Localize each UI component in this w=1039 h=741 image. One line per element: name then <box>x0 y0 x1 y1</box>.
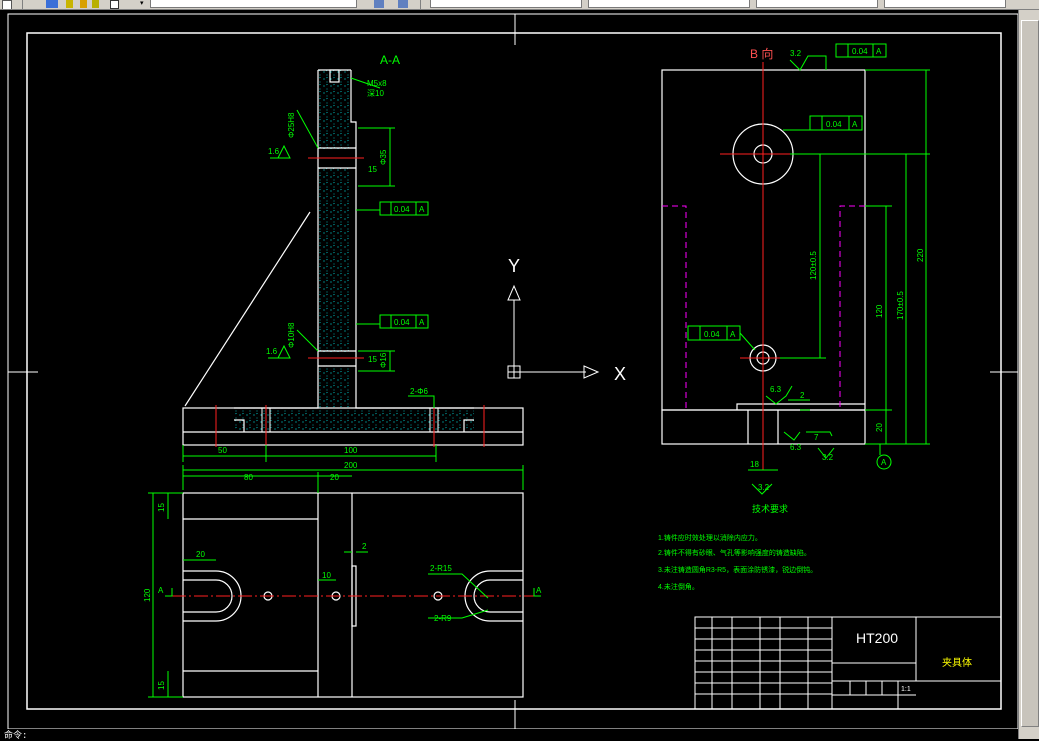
toolbar: ▾ <box>0 0 1039 10</box>
holes-label: 2-Φ6 <box>410 387 428 396</box>
layer-icon[interactable] <box>46 0 58 8</box>
perp-tol-1-label: 0.04 <box>394 205 410 214</box>
dim-120-label: 120 <box>875 304 884 318</box>
thread-label: M5x8 <box>367 79 387 88</box>
view-b: B 向 <box>661 43 930 495</box>
r9-label: 2-R9 <box>434 614 452 623</box>
drawing-svg: A-A <box>7 13 1018 730</box>
top-view: 80 20 200 15 120 15 20 10 2 2-R15 2-R9 A… <box>143 461 542 698</box>
dim-200-label: 200 <box>344 461 358 470</box>
bore-top-label: Φ25H8 <box>287 112 296 138</box>
dim-20-slot-label: 20 <box>196 550 205 559</box>
ucs-icon <box>507 284 600 379</box>
bottom-dia-label: Φ16 <box>379 352 388 368</box>
section-right-label: A <box>536 586 542 595</box>
part-name-label: 夹具体 <box>942 656 972 669</box>
lock-icon[interactable] <box>92 0 99 8</box>
section-aa-view: A-A <box>182 53 524 490</box>
datum-circle-label: A <box>881 458 887 467</box>
tech-req-item-4: 4.未注倒角。 <box>658 582 699 591</box>
tech-req-title: 技术要求 <box>752 503 788 514</box>
layer-prev-icon[interactable] <box>374 0 384 8</box>
dim-100-label: 100 <box>344 446 358 455</box>
view-b-title: B 向 <box>750 46 773 61</box>
base-outline <box>182 407 524 446</box>
tech-req-item-1: 1.铸件应时效处理以消除内应力。 <box>658 533 762 542</box>
command-prompt: 命令: <box>4 731 28 741</box>
dim-15-top-label: 15 <box>157 503 166 512</box>
layer-dropdown-arrow-icon[interactable]: ▾ <box>140 0 144 7</box>
dim-50-label: 50 <box>218 446 227 455</box>
dim-18-label: 18 <box>750 460 759 469</box>
datum-hole-label: A <box>852 120 858 129</box>
roughness-32-right-label: 3.2 <box>822 453 834 462</box>
roughness-bottom-label: 1.6 <box>266 347 278 356</box>
roughness-top-label: 1.6 <box>268 147 280 156</box>
dim-2-label: 2 <box>362 542 367 551</box>
rib-line <box>184 211 311 407</box>
roughness-63-top-label: 6.3 <box>770 385 782 394</box>
dim-80-label: 80 <box>244 473 253 482</box>
toolbar-separator <box>22 0 23 9</box>
dim-120-05-label: 120±0.5 <box>809 251 818 280</box>
datum-circle <box>876 454 892 470</box>
datum-small-label: A <box>730 330 736 339</box>
dim-20-label: 20 <box>875 423 884 432</box>
bore-bottom-label: Φ10H8 <box>287 322 296 348</box>
color-field[interactable] <box>430 0 582 8</box>
material-label: HT200 <box>856 630 898 646</box>
perp-tol-2-label: 0.04 <box>394 318 410 327</box>
layer-states-icon[interactable] <box>398 0 408 8</box>
roughness-32-bottom-label: 3.2 <box>758 483 770 492</box>
roughness-63-bottom-label: 6.3 <box>790 443 802 452</box>
section-left-label: A <box>158 586 164 595</box>
title-block <box>694 616 1002 710</box>
dim-2-vb-label: 2 <box>800 391 805 400</box>
chamfer-bottom-label: 15 <box>368 355 377 364</box>
tech-req-item-3: 3.未注铸造圆角R3-R5，表面涂防锈漆，锐边倒钝。 <box>658 565 817 574</box>
dim-15-bottom-label: 15 <box>157 681 166 690</box>
top-dia-label: Φ35 <box>379 149 388 165</box>
dim-10-label: 10 <box>322 571 331 580</box>
parallel-tol-top-label: 0.04 <box>852 47 868 56</box>
section-aa-title: A-A <box>380 53 400 67</box>
app-icon[interactable] <box>2 0 12 9</box>
vertical-scrollbar[interactable] <box>1018 10 1039 739</box>
tech-req-item-2: 2.铸件不得有砂眼、气孔等影响强度的铸造缺陷。 <box>658 548 811 557</box>
scrollbar-thumb[interactable] <box>1021 20 1039 727</box>
chamfer-top-label: 15 <box>368 165 377 174</box>
command-line[interactable]: 命令: <box>0 729 1018 741</box>
web-outline <box>234 70 319 409</box>
thread-depth-label: 深10 <box>367 89 384 98</box>
lineweight-field[interactable] <box>756 0 878 8</box>
layer-field[interactable] <box>150 0 357 8</box>
r15-label: 2-R15 <box>430 564 452 573</box>
tech-requirements: 技术要求 1.铸件应时效处理以消除内应力。 2.铸件不得有砂眼、气孔等影响强度的… <box>658 503 817 591</box>
ucs-y-label: Y <box>508 256 520 276</box>
scale-label: 1:1 <box>901 686 911 693</box>
toolbar-separator <box>420 0 421 9</box>
roughness-face-label: 3.2 <box>790 49 802 58</box>
sun-icon[interactable] <box>80 0 87 8</box>
dim-20-top-label: 20 <box>330 473 339 482</box>
datum-1-label: A <box>419 205 425 214</box>
parallel-tol-hole-label: 0.04 <box>826 120 842 129</box>
web-hatch <box>318 70 351 408</box>
datum-top-label: A <box>876 47 882 56</box>
dim-120-label: 120 <box>143 588 152 602</box>
dim-170-label: 170±0.5 <box>896 291 905 320</box>
datum-2-label: A <box>419 318 425 327</box>
lightbulb-icon[interactable] <box>66 0 73 8</box>
plot-style-field[interactable] <box>884 0 1006 8</box>
parallel-tol-small-label: 0.04 <box>704 330 720 339</box>
dim-7-label: 7 <box>814 433 819 442</box>
ucs-x-label: X <box>614 364 626 384</box>
dim-220-label: 220 <box>916 248 925 262</box>
linetype-field[interactable] <box>588 0 750 8</box>
color-icon[interactable] <box>110 0 119 9</box>
top-view-outline <box>182 492 524 698</box>
